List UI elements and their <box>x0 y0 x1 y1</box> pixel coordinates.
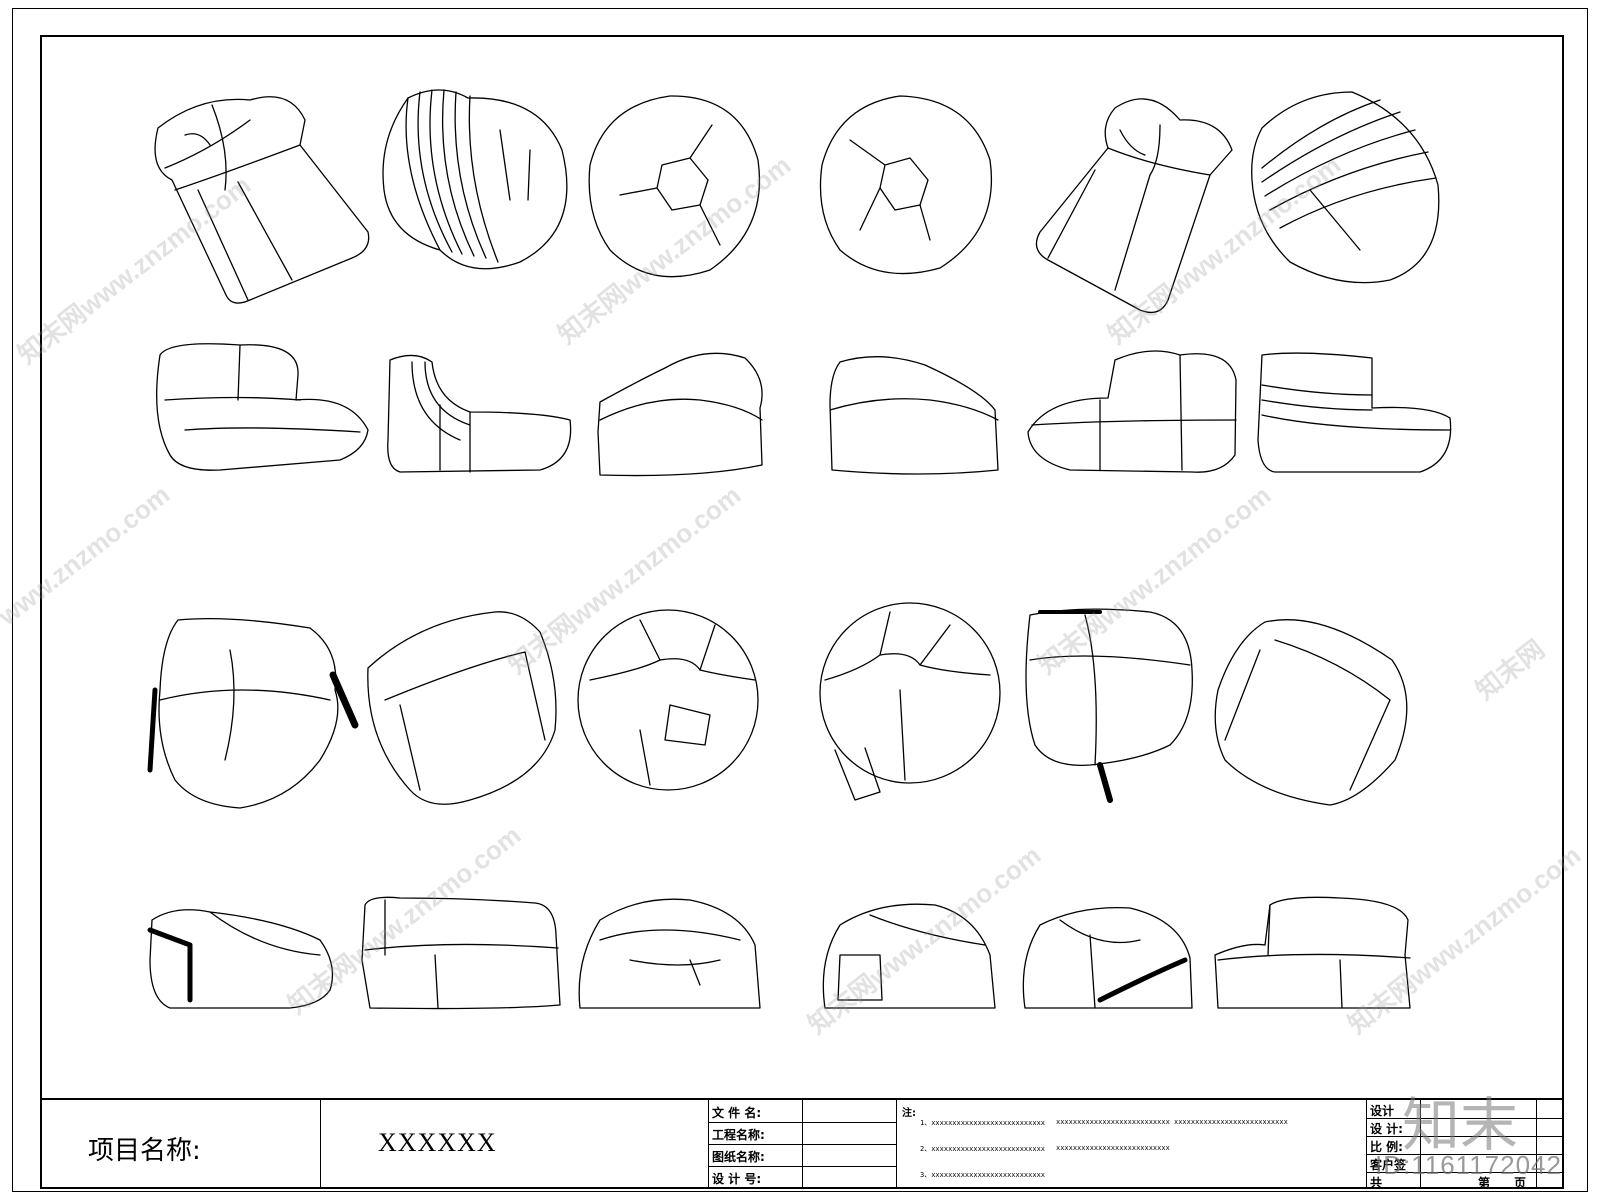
drawing-lounge-top-3 <box>1025 608 1193 803</box>
drawing-pouf-top-1 <box>382 89 568 270</box>
note-line: 1、xxxxxxxxxxxxxxxxxxxxxxxxxxx <box>920 1119 1046 1127</box>
drawing-pouf-side-1 <box>597 352 763 477</box>
note-line: xxxxxxxxxxxxxxxxxxxxxxxxxxx <box>1056 1118 1170 1126</box>
file-name-label: 文 件 名: <box>712 1106 762 1120</box>
divider <box>708 1122 896 1123</box>
divider <box>708 1166 896 1167</box>
resource-id: ID:1161172042 <box>1375 1150 1562 1180</box>
drawing-lounge-side-5 <box>1022 906 1193 1009</box>
drawing-sofa-side-1 <box>156 343 369 471</box>
drawing-round-top-4 <box>819 602 1001 801</box>
drawing-lounge-side-6 <box>1214 896 1411 1009</box>
note-line: 3、xxxxxxxxxxxxxxxxxxxxxxxxxxx <box>920 1171 1046 1179</box>
title-block: 项目名称: XXXXXX 文 件 名: 工程名称: 图纸名称: 设 计 号: 注… <box>40 1098 1564 1190</box>
page-unit-label: 页 <box>1514 1176 1527 1190</box>
design-label: 设 计: <box>1370 1122 1403 1136</box>
designer-label: 设计 <box>1370 1104 1395 1118</box>
drawing-pouf-top-2 <box>1251 91 1440 284</box>
divider <box>320 1100 321 1189</box>
divider <box>1536 1100 1537 1189</box>
sheet-outer-border <box>12 8 1588 1192</box>
project-name-label: 项目名称: <box>88 1136 201 1166</box>
drawing-round-top-2 <box>819 95 993 275</box>
scale-label: 比 例: <box>1370 1140 1403 1154</box>
divider <box>1366 1172 1564 1173</box>
drawing-name-label: 图纸名称: <box>712 1150 765 1164</box>
note-line: 2、xxxxxxxxxxxxxxxxxxxxxxxxxxx <box>920 1145 1046 1153</box>
client-sign-label: 客户签 <box>1370 1158 1407 1172</box>
project-name-value: XXXXXX <box>378 1128 497 1157</box>
divider <box>1366 1136 1564 1137</box>
drawing-sofa-top-1 <box>154 96 370 304</box>
divider <box>1366 1154 1564 1155</box>
project-title-label: 工程名称: <box>712 1128 765 1142</box>
divider <box>708 1144 896 1145</box>
drawing-lounge-side-4 <box>822 903 996 1009</box>
drawing-pouf-side-2 <box>829 356 999 475</box>
notes-label: 注: <box>902 1108 916 1119</box>
divider <box>1366 1100 1367 1189</box>
divider <box>1366 1118 1564 1119</box>
drawing-lounge-side-3 <box>578 898 761 1009</box>
drawing-chair-side-2 <box>1257 352 1452 473</box>
drawing-lounge-top-1 <box>147 617 359 809</box>
design-number-label: 设 计 号: <box>712 1172 762 1186</box>
drawing-lounge-top-4 <box>1214 619 1408 806</box>
drawing-lounge-side-2 <box>361 896 561 1010</box>
drawing-sofa-side-2 <box>1027 350 1237 473</box>
drawing-lounge-side-1 <box>147 909 334 1009</box>
brand-logo: 知末 <box>1402 1091 1519 1159</box>
drawing-lounge-top-2 <box>367 611 557 805</box>
drawing-sofa-top-2 <box>1035 98 1233 314</box>
divider <box>1420 1100 1421 1189</box>
note-line: xxxxxxxxxxxxxxxxxxxxxxxxxxx <box>1174 1118 1288 1126</box>
drawing-round-top-1 <box>588 95 761 278</box>
drawing-chair-side-1 <box>387 354 572 473</box>
drawing-round-top-3 <box>577 609 759 791</box>
note-line: xxxxxxxxxxxxxxxxxxxxxxxxxxx <box>1056 1144 1170 1152</box>
total-pages-label: 共 <box>1370 1176 1383 1190</box>
page-number-label: 第 <box>1478 1176 1491 1190</box>
divider <box>896 1100 897 1189</box>
